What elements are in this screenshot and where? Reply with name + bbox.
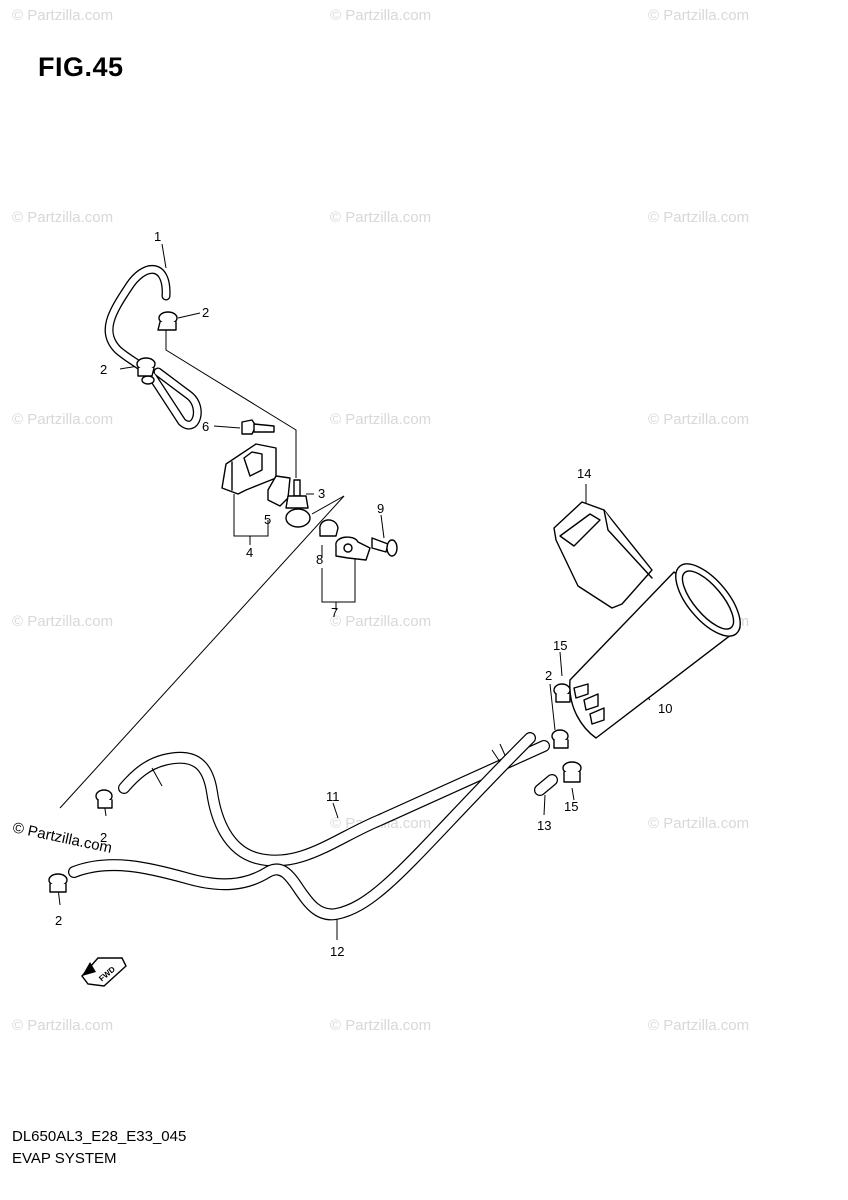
clamp-15 — [553, 683, 571, 703]
bracket-7 — [335, 536, 371, 561]
screw-9 — [371, 537, 398, 557]
callout-8: 8 — [316, 552, 323, 567]
bracket-4 — [221, 443, 277, 495]
model-code: DL650AL3_E28_E33_045 — [12, 1128, 187, 1145]
callout-7: 7 — [331, 605, 338, 620]
watermark: © Partzilla.com — [648, 411, 749, 428]
watermark: © Partzilla.com — [330, 7, 431, 24]
watermark: © Partzilla.com — [12, 209, 113, 226]
callout-2: 2 — [55, 913, 62, 928]
clamp-8 — [319, 519, 339, 537]
hose-clamp-2 — [157, 311, 178, 331]
callout-10: 10 — [658, 701, 672, 716]
watermark: © Partzilla.com — [648, 1017, 749, 1034]
callout-4: 4 — [246, 545, 253, 560]
callout-2: 2 — [202, 305, 209, 320]
watermark-layer: © Partzilla.com © Partzilla.com © Partzi… — [11, 7, 749, 1034]
callout-5: 5 — [264, 512, 271, 527]
callout-15: 15 — [564, 799, 578, 814]
callout-2: 2 — [545, 668, 552, 683]
callout-15: 15 — [553, 638, 567, 653]
hose-clamp-2 — [48, 873, 68, 893]
callout-labels: 1 2 2 6 3 5 4 9 8 7 14 10 15 2 15 13 11 … — [55, 229, 672, 959]
callout-13: 13 — [537, 818, 551, 833]
callout-9: 9 — [377, 501, 384, 516]
watermark: © Partzilla.com — [648, 7, 749, 24]
figure-title: FIG.45 — [38, 52, 124, 82]
hose-clamp-2 — [136, 357, 156, 377]
hose-clamp-2 — [551, 729, 569, 749]
callout-6: 6 — [202, 419, 209, 434]
watermark: © Partzilla.com — [330, 1017, 431, 1034]
evap-hose-1 — [104, 265, 202, 430]
watermark: © Partzilla.com — [648, 815, 749, 832]
cover-14 — [553, 501, 653, 609]
watermark: © Partzilla.com — [330, 411, 431, 428]
watermark: © Partzilla.com — [12, 7, 113, 24]
watermark: © Partzilla.com — [12, 411, 113, 428]
watermark: © Partzilla.com — [330, 613, 431, 630]
hose-clamp-2 — [95, 789, 113, 809]
section-name: EVAP SYSTEM — [12, 1150, 117, 1167]
hose-12 — [68, 732, 536, 921]
watermark: © Partzilla.com — [12, 1017, 113, 1034]
callout-12: 12 — [330, 944, 344, 959]
callout-2: 2 — [100, 362, 107, 377]
canister-10 — [569, 563, 741, 739]
callout-14: 14 — [577, 466, 591, 481]
valve-3 — [285, 479, 311, 528]
watermark: © Partzilla.com — [648, 209, 749, 226]
bolt-6 — [241, 419, 275, 435]
clamp-15 — [562, 761, 582, 783]
watermark: © Partzilla.com — [12, 613, 113, 630]
callout-11: 11 — [326, 789, 340, 804]
callout-2: 2 — [100, 830, 107, 845]
callout-1: 1 — [154, 229, 161, 244]
forward-direction-arrow: FWD — [81, 957, 127, 987]
callout-3: 3 — [318, 486, 325, 501]
hose-13 — [534, 774, 558, 796]
watermark-prominent: © Partzilla.com — [11, 819, 113, 857]
watermark: © Partzilla.com — [330, 209, 431, 226]
